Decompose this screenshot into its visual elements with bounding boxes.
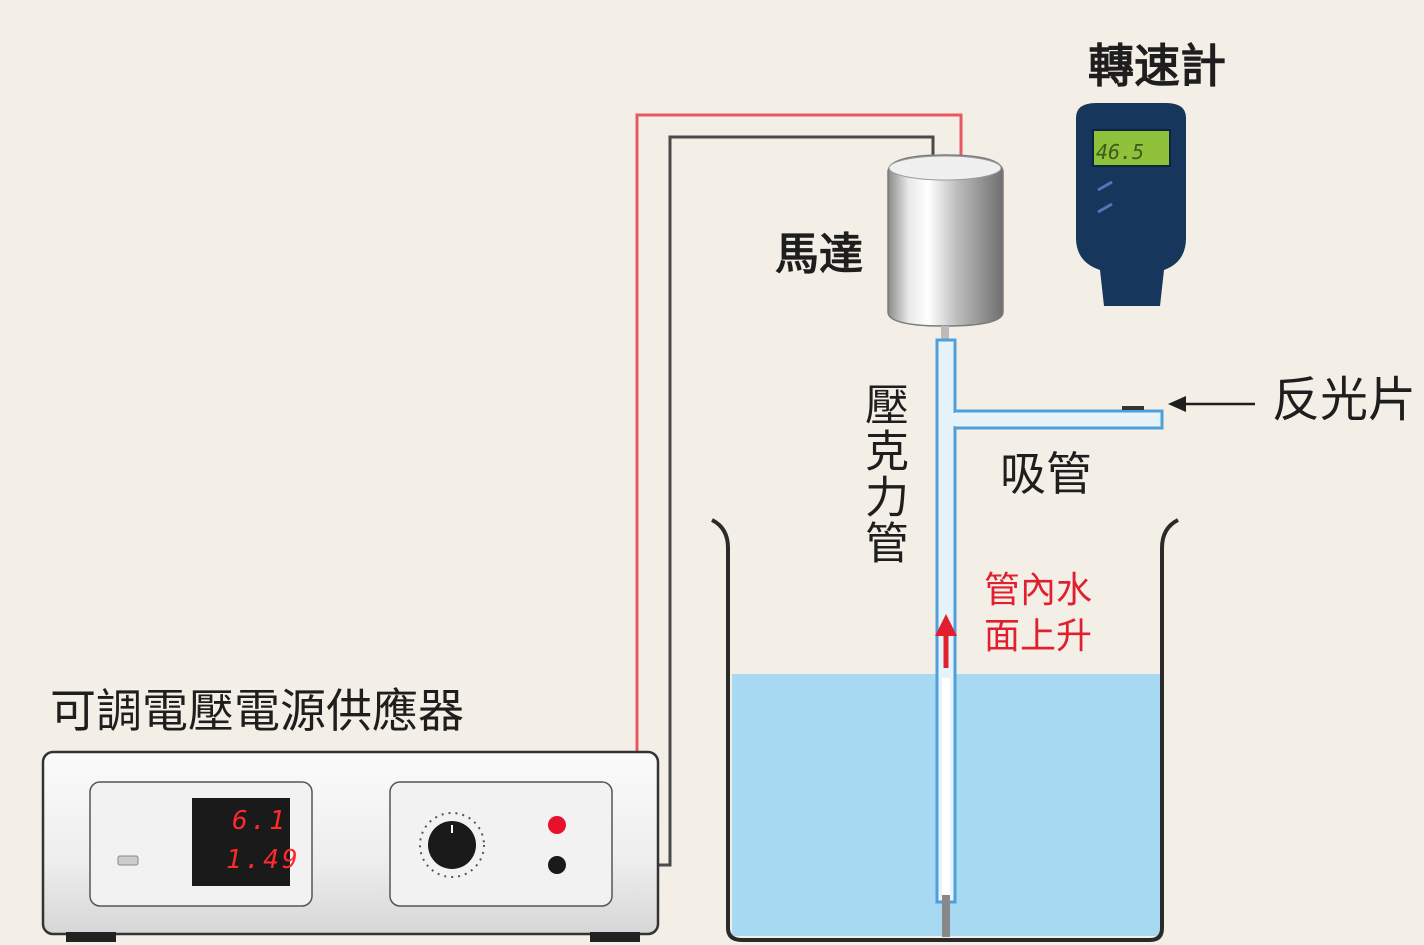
tachometer-label: 轉速計 (1088, 39, 1226, 93)
motor (887, 154, 1004, 340)
motor-label: 馬達 (775, 229, 863, 280)
water-rise-label: 管內水 面上升 (984, 568, 1114, 660)
arrow-left-icon (1168, 396, 1255, 412)
arrow-up-icon (935, 614, 957, 668)
handheld-tachometer-icon (1076, 103, 1186, 306)
reflector-label: 反光片 (1272, 372, 1417, 428)
straw-label: 吸管 (1000, 447, 1092, 501)
straw (941, 409, 1164, 430)
current-readout: 1.49 (226, 845, 301, 875)
beaker (711, 518, 1179, 942)
reflector (1122, 406, 1144, 410)
water-rise-line1: 管內水 (984, 570, 1093, 611)
red-terminal[interactable] (548, 816, 566, 834)
rotary-knob-icon[interactable] (419, 812, 485, 878)
voltage-readout: 6.1 (232, 806, 288, 836)
power-supply-label: 可調電壓電源供應器 (50, 684, 464, 738)
tachometer-reading: 46.5 (1096, 140, 1145, 164)
power-supply (41, 750, 660, 942)
water-rise-line2: 面上升 (984, 616, 1093, 657)
acrylic-tube-label: 壓克力管 (857, 382, 908, 566)
black-terminal[interactable] (548, 856, 566, 874)
